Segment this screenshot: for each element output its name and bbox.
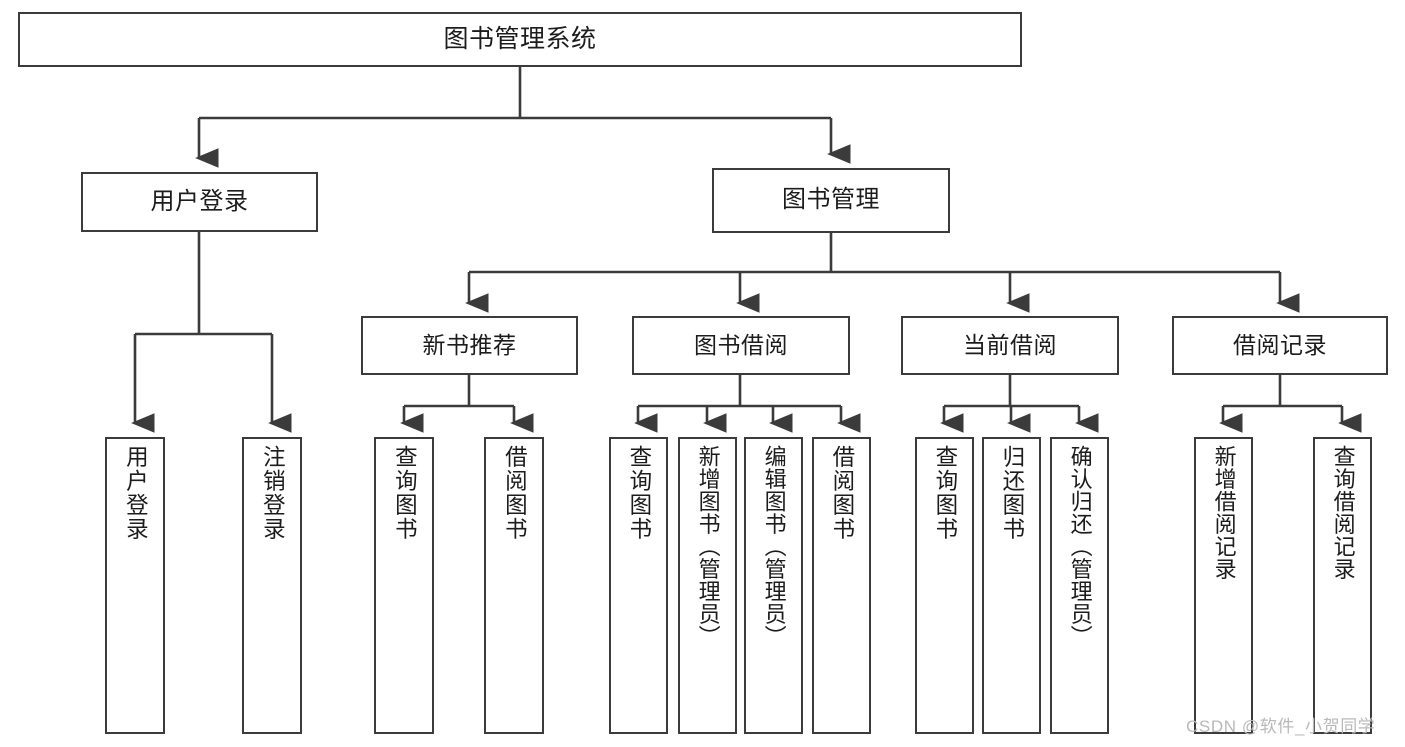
node-leaf-user-login-login[interactable]: 用户登录: [105, 437, 165, 734]
watermark-text: CSDN @软件_小贺同学: [1186, 717, 1376, 736]
node-leaf-user-login-login-label: 用户登录: [123, 445, 149, 541]
node-book-borrow-label: 图书借阅: [694, 331, 788, 358]
node-leaf-current-borrow-return[interactable]: 归还图书: [982, 437, 1041, 734]
node-leaf-borrow-record-add-label: 新增借阅记录: [1211, 445, 1237, 580]
node-leaf-book-borrow-borrow-label: 借阅图书: [829, 445, 855, 541]
node-user-login[interactable]: 用户登录: [81, 172, 318, 232]
node-new-book-recommend[interactable]: 新书推荐: [361, 316, 578, 375]
node-leaf-borrow-record-query-label: 查询借阅记录: [1330, 445, 1356, 580]
node-leaf-book-borrow-add[interactable]: 新增图书（管理员）: [678, 437, 737, 734]
node-leaf-current-borrow-query[interactable]: 查询图书: [915, 437, 974, 734]
node-leaf-new-book-query-label: 查询图书: [392, 445, 418, 541]
node-book-borrow[interactable]: 图书借阅: [632, 316, 850, 375]
node-leaf-book-borrow-edit-label: 编辑图书（管理员）: [761, 445, 787, 648]
node-leaf-book-borrow-query-label: 查询图书: [626, 445, 652, 541]
node-leaf-current-borrow-query-label: 查询图书: [932, 445, 958, 541]
node-leaf-current-borrow-confirm-label: 确认归还（管理员）: [1067, 445, 1093, 648]
node-leaf-borrow-record-add[interactable]: 新增借阅记录: [1194, 437, 1253, 734]
node-leaf-book-borrow-borrow[interactable]: 借阅图书: [812, 437, 871, 734]
node-user-login-label: 用户登录: [150, 187, 249, 215]
node-leaf-borrow-record-query[interactable]: 查询借阅记录: [1313, 437, 1372, 734]
node-book-manage-label: 图书管理: [782, 186, 880, 214]
node-new-book-recommend-label: 新书推荐: [422, 331, 517, 358]
node-leaf-book-borrow-query[interactable]: 查询图书: [609, 437, 668, 734]
node-leaf-book-borrow-add-label: 新增图书（管理员）: [695, 445, 721, 648]
node-leaf-book-borrow-edit[interactable]: 编辑图书（管理员）: [744, 437, 803, 734]
node-leaf-new-book-borrow[interactable]: 借阅图书: [484, 437, 544, 734]
node-current-borrow[interactable]: 当前借阅: [901, 316, 1119, 375]
node-root-system[interactable]: 图书管理系统: [18, 12, 1022, 67]
node-borrow-record[interactable]: 借阅记录: [1172, 316, 1388, 375]
node-borrow-record-label: 借阅记录: [1233, 331, 1327, 358]
node-leaf-user-login-logout-label: 注销登录: [260, 445, 286, 541]
node-leaf-new-book-query[interactable]: 查询图书: [374, 437, 434, 734]
node-root-system-label: 图书管理系统: [443, 24, 597, 53]
node-leaf-user-login-logout[interactable]: 注销登录: [242, 437, 302, 734]
node-leaf-current-borrow-confirm[interactable]: 确认归还（管理员）: [1050, 437, 1109, 734]
node-leaf-current-borrow-return-label: 归还图书: [999, 445, 1025, 541]
node-leaf-new-book-borrow-label: 借阅图书: [502, 445, 528, 541]
node-current-borrow-label: 当前借阅: [963, 331, 1057, 358]
node-book-manage[interactable]: 图书管理: [712, 168, 950, 233]
